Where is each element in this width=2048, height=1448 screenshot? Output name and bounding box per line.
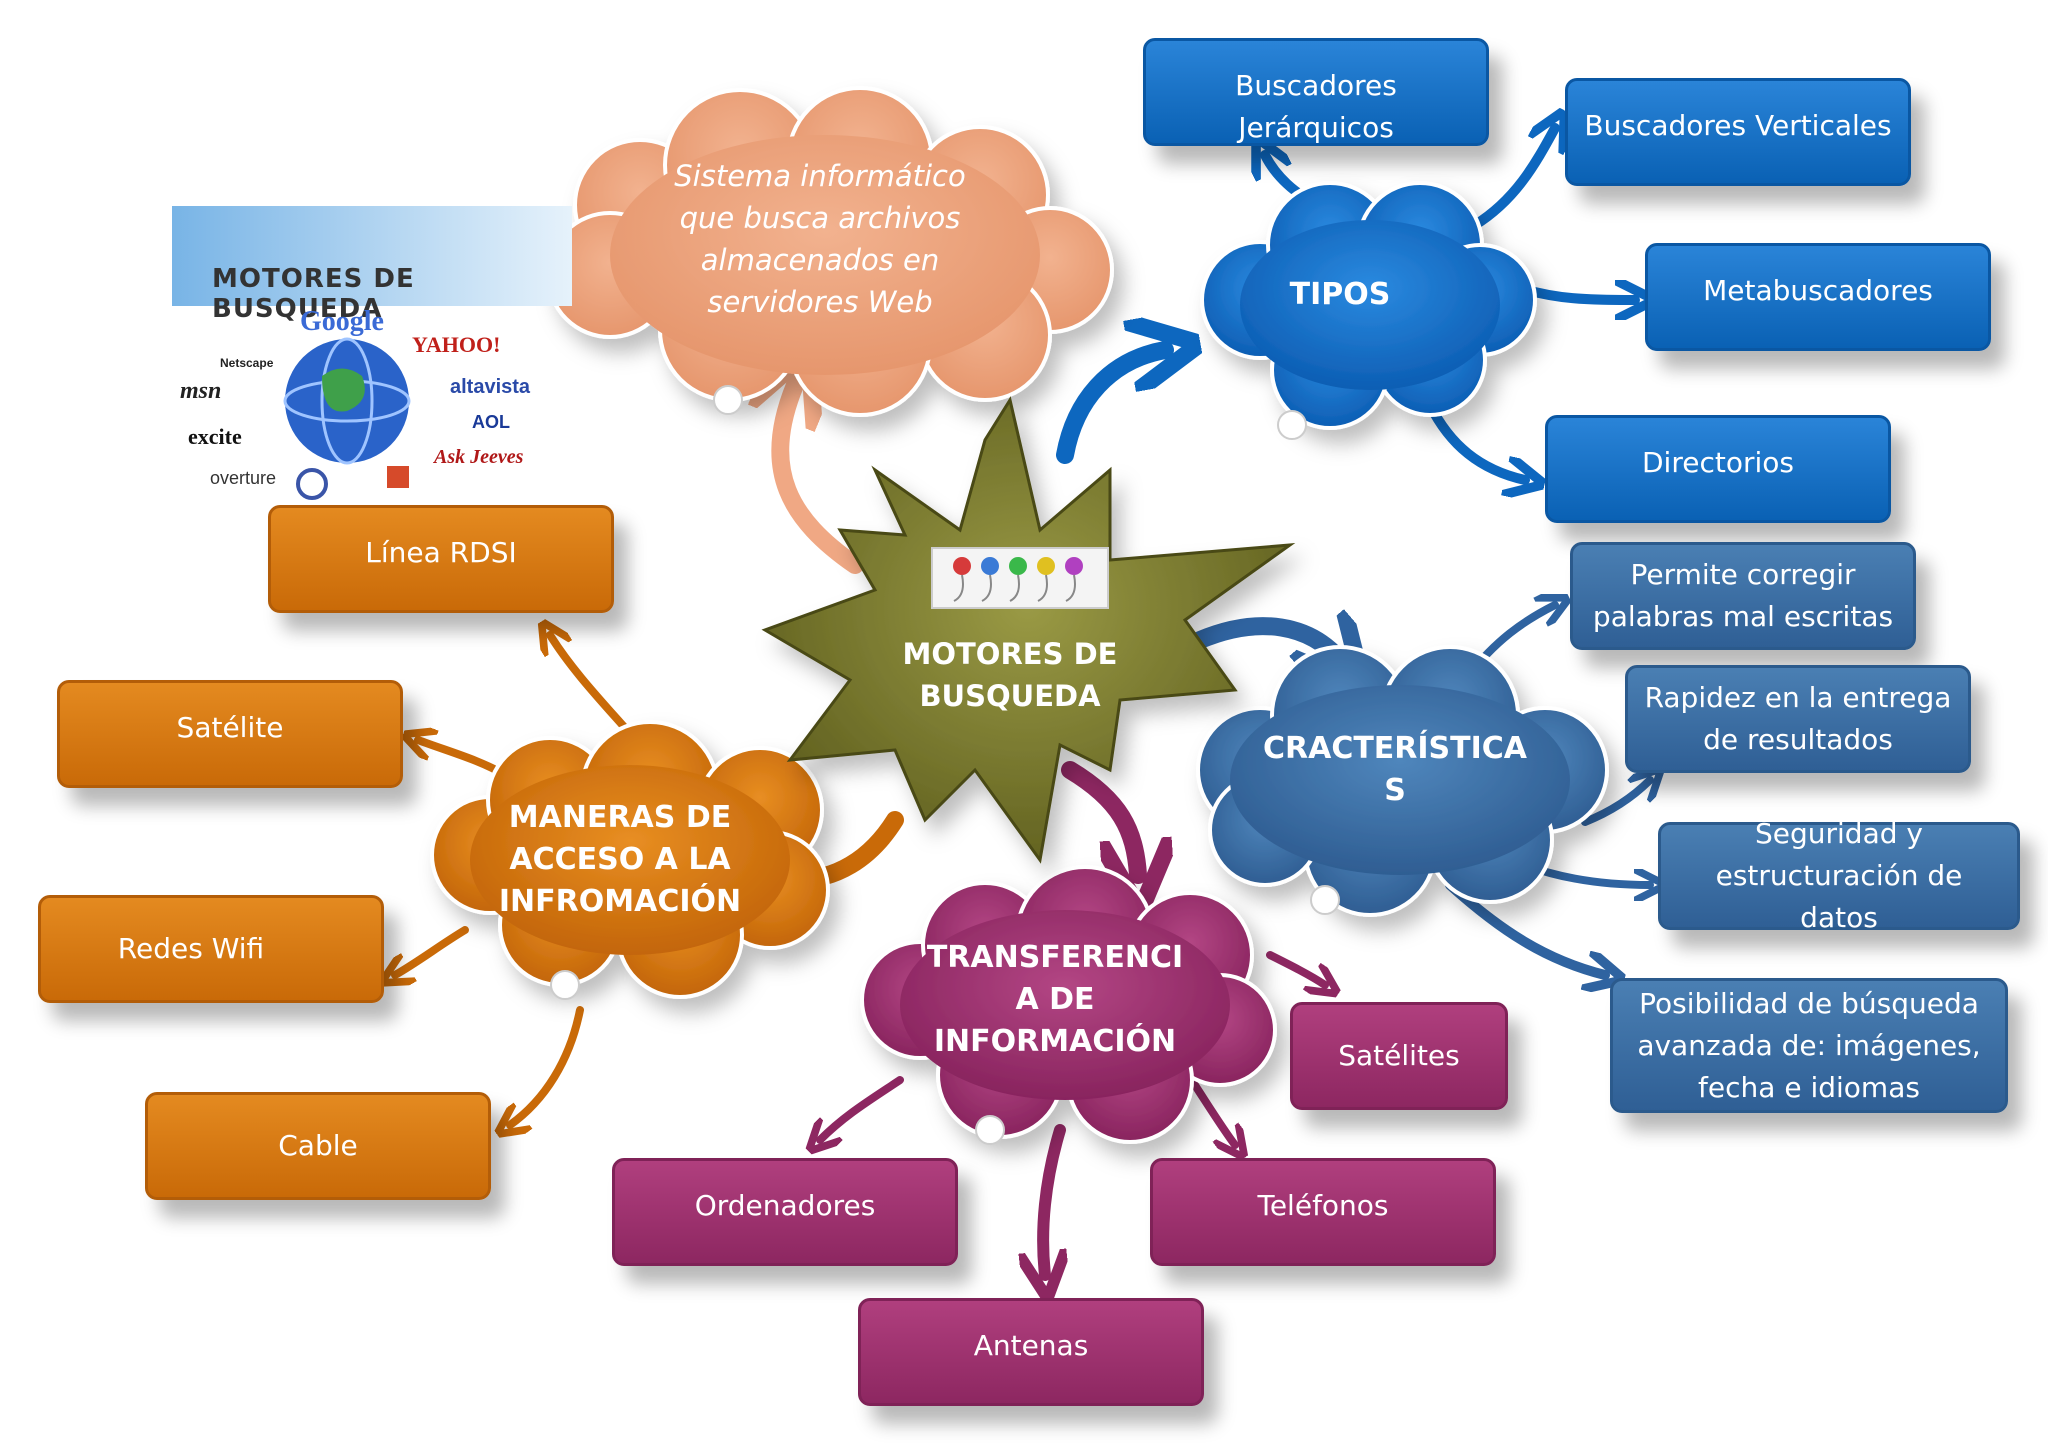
definition-cloud <box>546 86 1114 417</box>
trans-telefonos: Teléfonos <box>1150 1158 1496 1266</box>
arrow-acceso-redes <box>395 926 469 975</box>
caracteristicas-label: CRACTERÍSTICA S <box>1262 731 1528 808</box>
tipo-buscadores-verticales: Buscadores Verticales <box>1565 78 1911 186</box>
definition-text: Sistema informático que busca archivos a… <box>674 159 966 319</box>
trans-ordenadores: Ordenadores <box>612 1158 958 1266</box>
msn-logo: msn <box>180 378 222 404</box>
tipo-metabuscadores: Metabuscadores <box>1645 243 1991 351</box>
center-colored-mice-image <box>931 547 1109 609</box>
acceso-satelite: Satélite <box>57 680 403 788</box>
center-label: MOTORES DE BUSQUEDA <box>902 637 1118 713</box>
netscape-logo: Netscape <box>220 356 274 370</box>
caracteristicas-cloud <box>1196 645 1609 917</box>
yahoo-logo: YAHOO! <box>412 332 501 357</box>
acceso-linea-rdsi: Línea RDSI <box>268 505 614 613</box>
aol-logo: AOL <box>472 412 510 432</box>
transferencia-label: TRANSFERENCI A DE INFORMACIÓN <box>926 940 1184 1059</box>
tipos-label: TIPOS <box>1289 277 1391 312</box>
tipo-buscadores-jerarquicos: Buscadores Jerárquicos <box>1143 38 1489 146</box>
arrow-acceso-satelite <box>418 740 509 779</box>
arrow-trans-satelites <box>1266 951 1325 985</box>
caracteristicas-bubble <box>1310 885 1340 915</box>
trans-antenas: Antenas <box>858 1298 1204 1406</box>
acceso-label: MANERAS DE ACCESO A LA INFROMACIÓN <box>498 800 742 919</box>
google-logo: Google <box>300 306 384 337</box>
transferencia-bubble <box>975 1115 1005 1145</box>
transferencia-cloud <box>860 865 1277 1144</box>
arrow-center-to-definition <box>780 385 864 574</box>
acceso-bubble <box>550 970 580 1000</box>
tipos-cloud <box>1200 181 1537 430</box>
altavista-logo: altavista <box>450 376 531 398</box>
arrow-center-to-transferencia <box>1061 761 1138 875</box>
tipo-directorios: Directorios <box>1545 415 1891 523</box>
definition-bubble <box>713 385 743 415</box>
arrow-acceso-cable <box>510 1006 584 1125</box>
acceso-cable: Cable <box>145 1092 491 1200</box>
excite-logo: excite <box>188 424 242 449</box>
ask-jeeves-logo: Ask Jeeves <box>434 446 524 468</box>
car-seguridad-estructuracion: Seguridad y estructuración de datos <box>1658 817 2020 934</box>
logo-image-title: MOTORES DE BUSQUEDA <box>212 264 415 324</box>
car-rapidez-entrega: Rapidez en la entrega de resultados <box>1625 665 1971 773</box>
arrow-car-posibilidad <box>1445 880 1605 975</box>
search-engines-logo-image: MOTORES DE BUSQUEDA Google YAHOO! Netsca… <box>172 206 572 506</box>
arrow-trans-ordenadores <box>820 1076 904 1140</box>
trans-satelites: Satélites <box>1290 1002 1508 1110</box>
arrow-center-to-tipos <box>1056 350 1165 464</box>
car-posibilidad-busqueda: Posibilidad de búsqueda avanzada de: imá… <box>1610 978 2008 1113</box>
arrow-tipos-directorios <box>1425 400 1525 480</box>
arrow-tipos-verticales <box>1470 128 1555 230</box>
acceso-cloud <box>430 720 830 999</box>
car-permite-corregir: Permite corregir palabras mal escritas <box>1570 542 1916 650</box>
acceso-redes-wifi: Redes Wifi <box>38 895 384 1003</box>
arrow-car-rapidez <box>1581 780 1650 826</box>
overture-logo: overture <box>210 468 277 488</box>
arrow-trans-antenas <box>1043 1124 1060 1275</box>
center-starburst <box>761 396 1296 864</box>
logo-image-header <box>172 206 572 306</box>
tipos-bubble <box>1277 410 1307 440</box>
logo-image-artwork <box>283 337 411 500</box>
